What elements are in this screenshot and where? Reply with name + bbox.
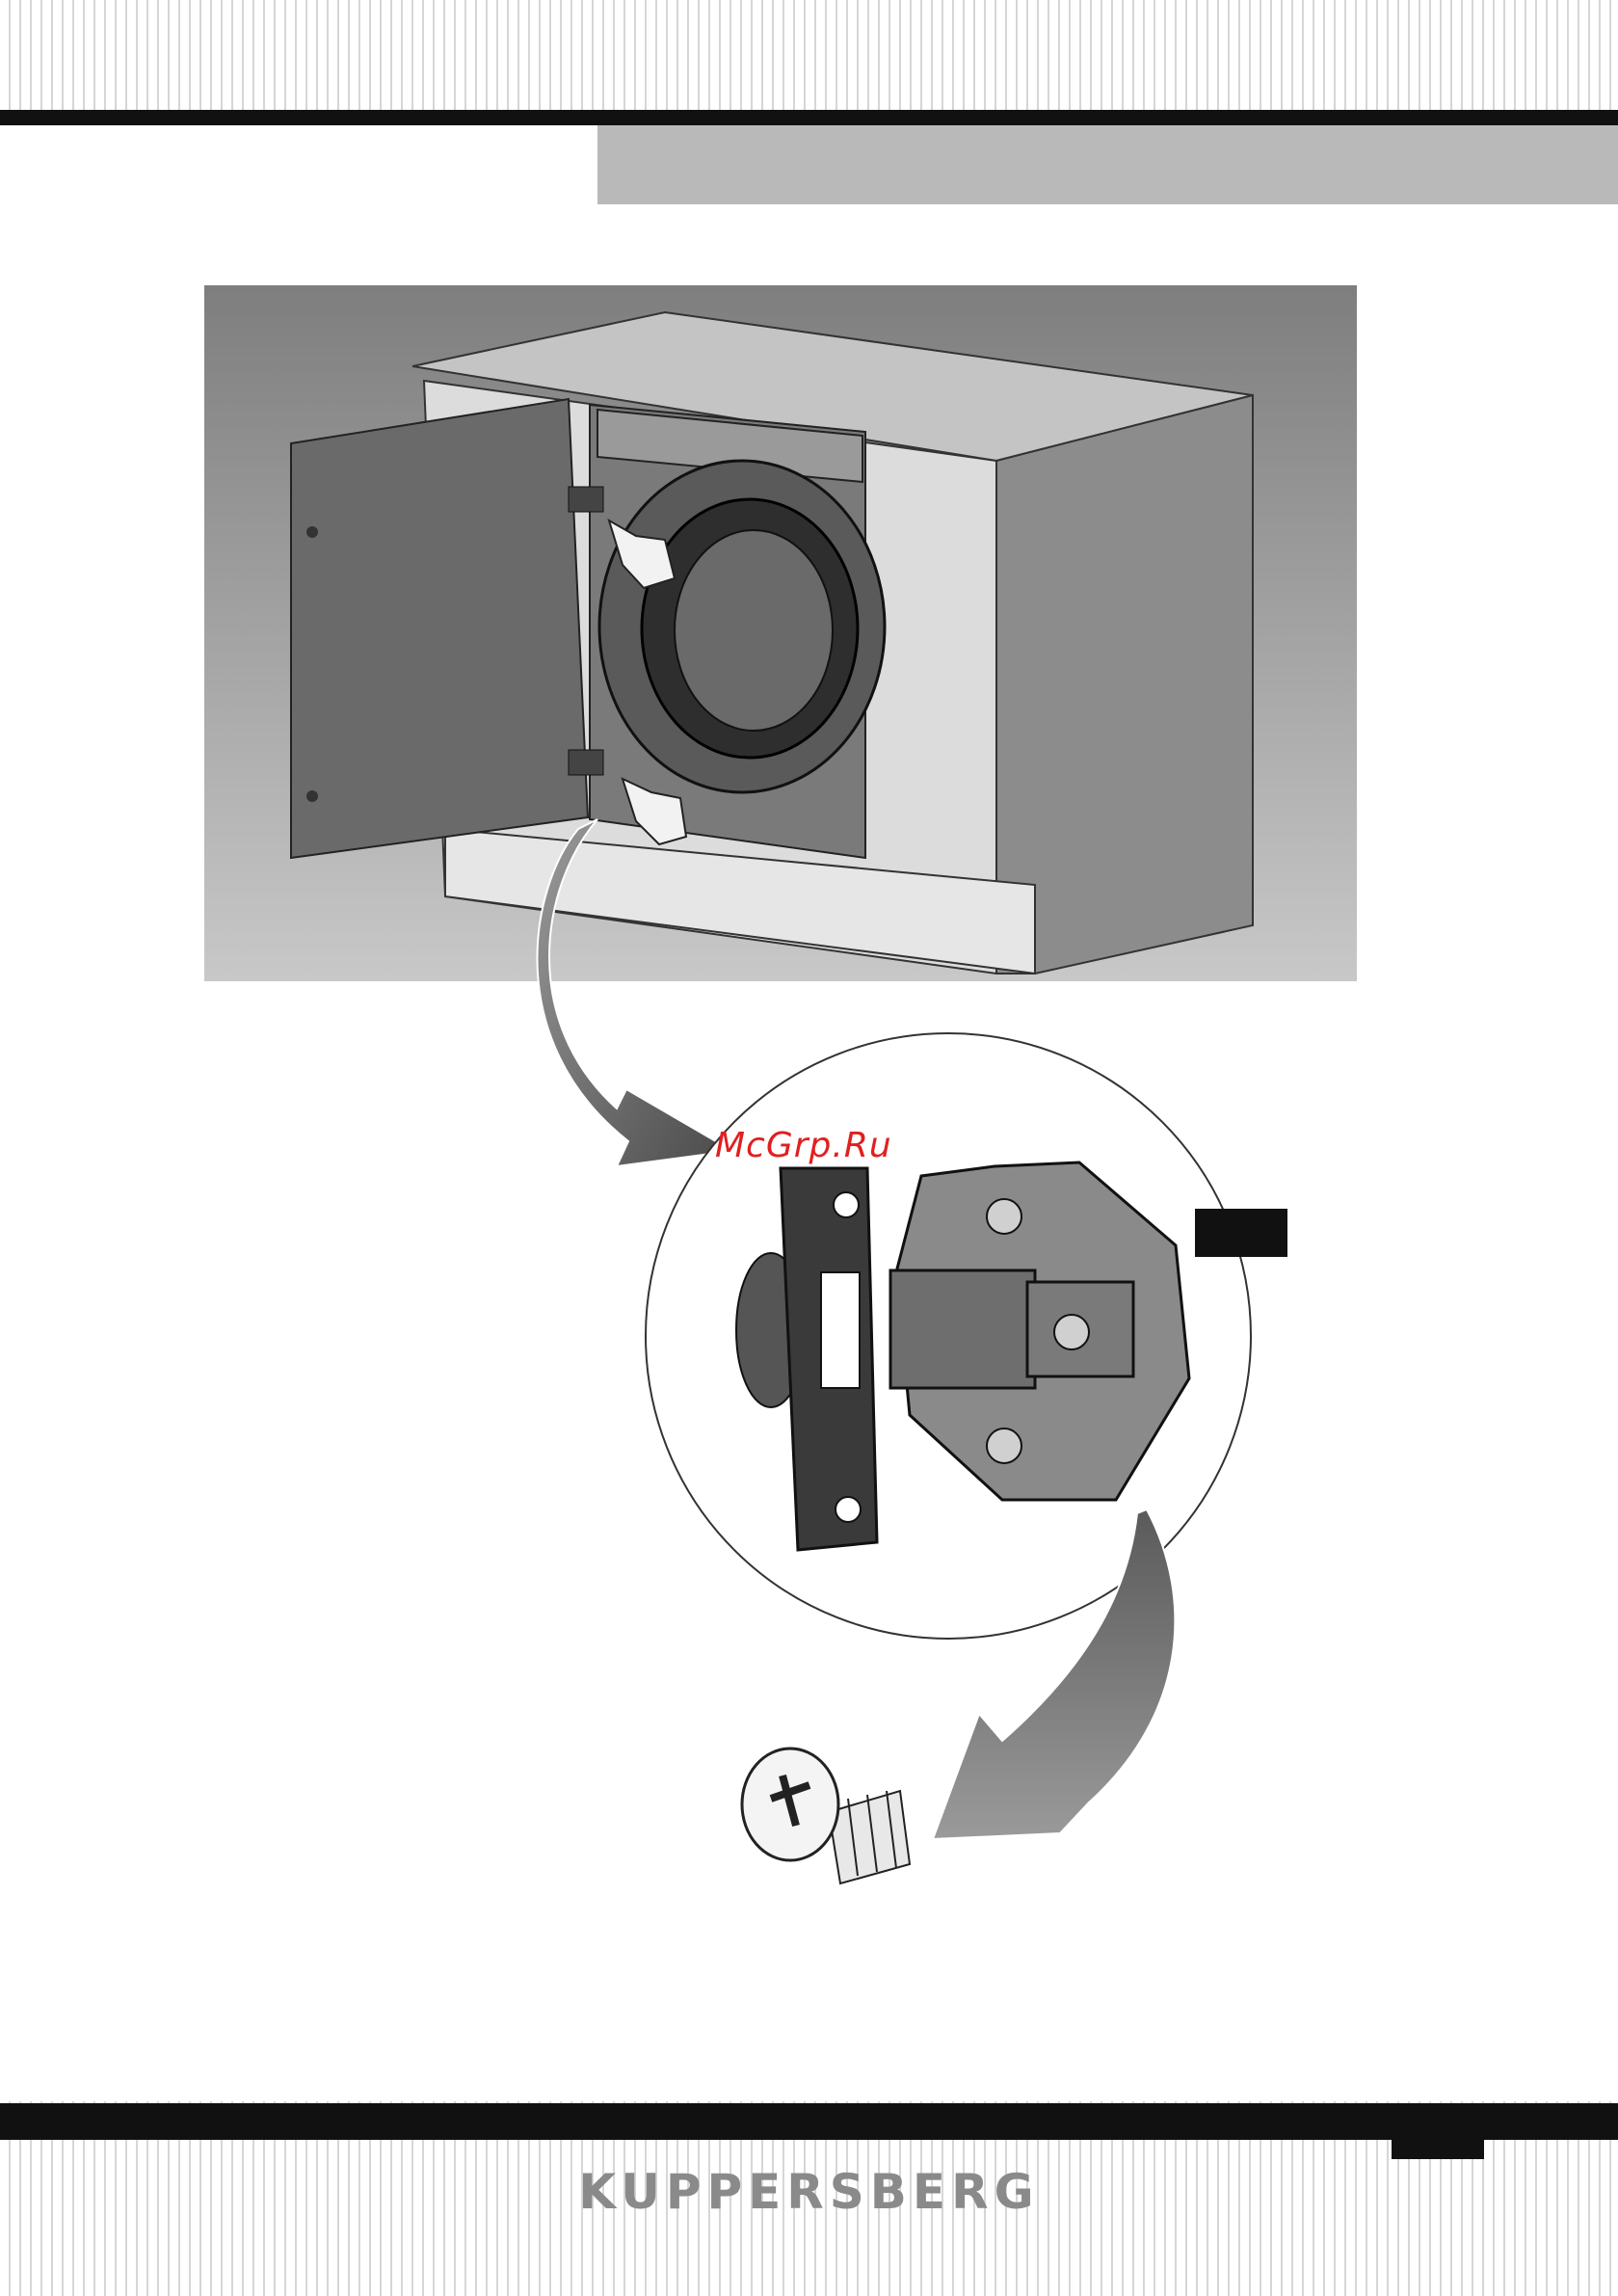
cabinet-washer-illustration [204,285,1357,981]
watermark: McGrp.Ru [715,1126,892,1165]
screw-icon [742,1749,910,1883]
page-number-tab [1392,2140,1484,2159]
brand-logo: KUPPERSBERG [0,2164,1618,2220]
footer-rule [0,2103,1618,2140]
